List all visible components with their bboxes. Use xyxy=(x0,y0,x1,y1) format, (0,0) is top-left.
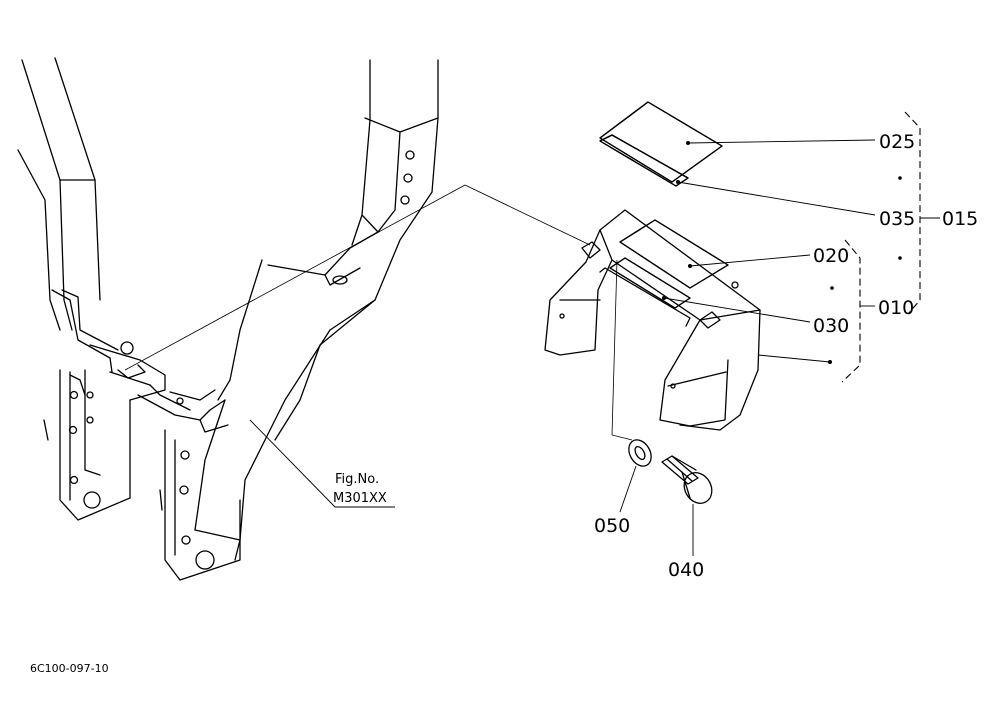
callout-040: 040 xyxy=(668,559,704,581)
cover-assembly xyxy=(544,101,761,504)
figure-reference: Fig.No. M301XX xyxy=(249,419,395,508)
callout-010: 010 xyxy=(878,297,914,319)
frame-assembly xyxy=(17,57,591,581)
callout-015: 015 xyxy=(942,208,978,230)
callout-labels: 025 035 015 020 030 010 050 040 xyxy=(594,131,978,581)
figure-ref-number: M301XX xyxy=(333,491,387,506)
callout-035: 035 xyxy=(879,208,915,230)
callout-025: 025 xyxy=(879,131,915,153)
callout-030: 030 xyxy=(813,315,849,337)
figure-ref-label: Fig.No. xyxy=(335,472,379,487)
callout-050: 050 xyxy=(594,515,630,537)
callout-leaders xyxy=(619,111,940,556)
callout-020: 020 xyxy=(813,245,849,267)
drawing-code: 6C100-097-10 xyxy=(30,662,109,675)
